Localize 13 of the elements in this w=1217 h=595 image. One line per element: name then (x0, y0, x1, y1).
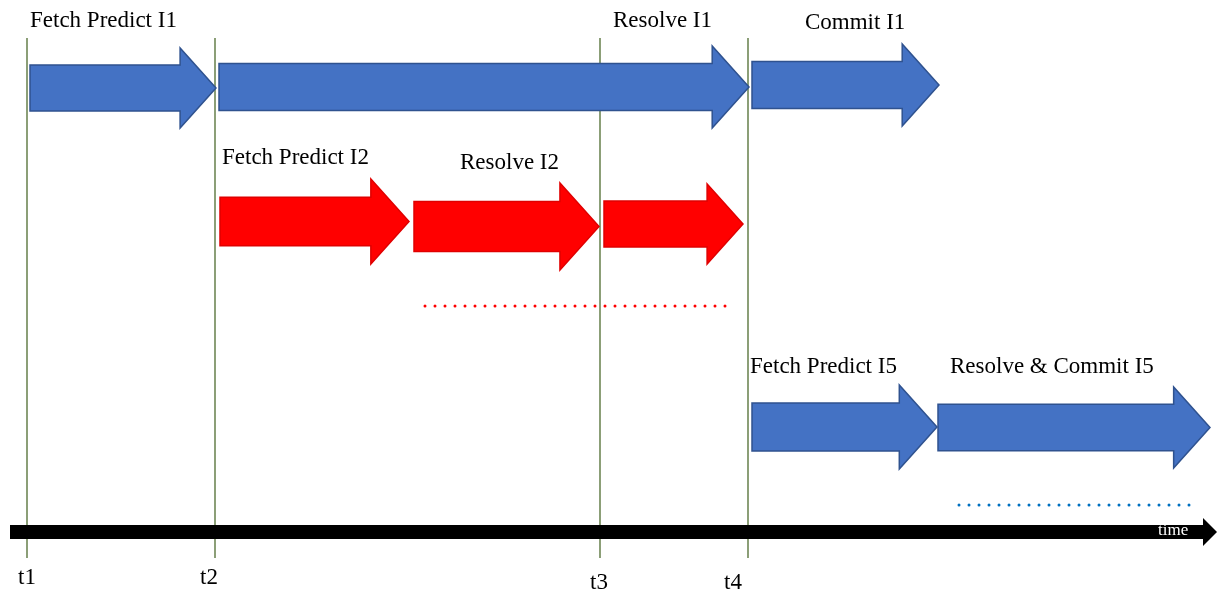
stage-label: Resolve I1 (613, 6, 712, 34)
stage-label: Fetch Predict I1 (30, 6, 177, 34)
tick-label: t2 (200, 563, 218, 591)
axis-label: time (1158, 519, 1189, 541)
tick-label: t3 (590, 568, 608, 595)
stage-label: Resolve I2 (460, 148, 559, 176)
tick-label: t4 (724, 568, 742, 595)
stage-label: Fetch Predict I2 (222, 143, 369, 171)
stage-label: Commit I1 (805, 8, 906, 36)
tick-label: t1 (18, 563, 36, 591)
stage-label: Fetch Predict I5 (750, 352, 897, 380)
stage-label: Resolve & Commit I5 (950, 352, 1154, 380)
pipeline-stage (604, 183, 744, 265)
